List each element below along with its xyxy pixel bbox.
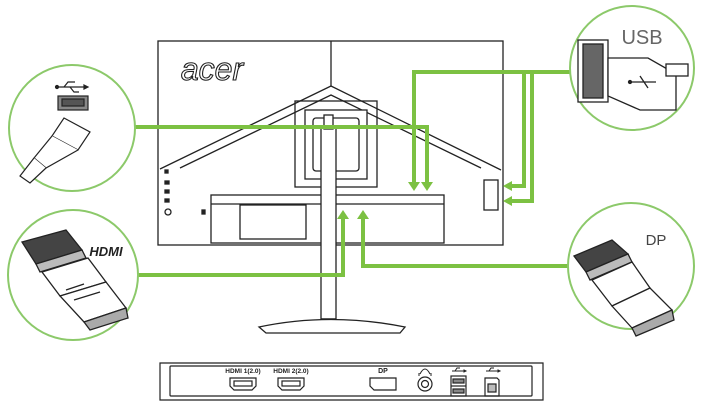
usb-a-connector xyxy=(577,39,689,111)
rear-io-icons xyxy=(418,367,502,376)
hdmi-cable-route xyxy=(134,214,345,277)
dp-callout: DP xyxy=(567,202,695,337)
dp-port-label: DP xyxy=(378,368,388,375)
hdmi-connector xyxy=(20,229,129,331)
brand-logo: acer xyxy=(181,51,245,87)
audio-jack xyxy=(417,376,433,392)
usb-b-cable-route xyxy=(134,125,429,187)
hdmi-callout: HDMI xyxy=(7,209,139,341)
usb-icon xyxy=(486,367,502,373)
usb-b-connector xyxy=(19,95,91,184)
dp-cable-route xyxy=(361,214,568,268)
arrowheads xyxy=(337,181,512,219)
usb-a-cable-route xyxy=(412,70,572,187)
dp-connector xyxy=(572,239,675,337)
headphone-icon xyxy=(418,368,432,376)
usb-a-callout: USB xyxy=(569,5,695,131)
hdmi1-label: HDMI 1(2.0) xyxy=(225,368,260,375)
usb-b-port xyxy=(484,377,500,397)
dp-port xyxy=(369,377,397,391)
usb-a-side-route-2 xyxy=(507,72,534,203)
usb-icon xyxy=(54,81,90,93)
hdmi2-port xyxy=(277,377,305,391)
cable-routes xyxy=(134,70,572,277)
hdmi1-port xyxy=(229,377,257,391)
hdmi2-label: HDMI 2(2.0) xyxy=(273,368,308,375)
dp-label: DP xyxy=(646,232,667,249)
usb-icon xyxy=(452,367,468,373)
rear-io-panel xyxy=(159,362,544,401)
usb-a-side-route-1 xyxy=(507,72,526,188)
usb-a-label: USB xyxy=(621,27,662,49)
hdmi-logo: HDMI xyxy=(89,244,123,259)
monitor-back xyxy=(157,40,504,334)
usb-b-callout xyxy=(8,64,136,192)
